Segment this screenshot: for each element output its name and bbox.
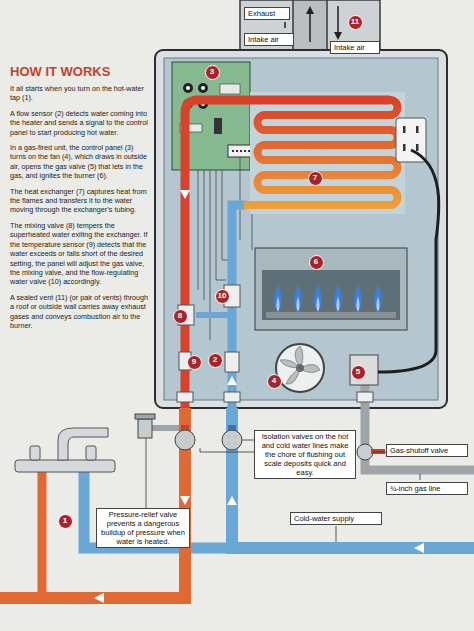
callout-circle: 10 <box>215 289 230 304</box>
label-text: ¾-inch gas line <box>390 484 464 493</box>
heat-exchanger-housing <box>250 92 405 214</box>
flow-arrow <box>180 496 190 505</box>
callout-circle: 11 <box>348 15 363 30</box>
callout-number: 7 <box>313 173 317 182</box>
callout-circle: 9 <box>187 355 202 370</box>
faucet <box>15 428 115 472</box>
label-box: Intake air <box>244 33 294 46</box>
fan <box>276 344 324 392</box>
vent <box>240 0 380 54</box>
label-box: Cold-water supply <box>290 512 382 525</box>
cabinet-interior <box>164 58 438 400</box>
callout-number: 6 <box>314 257 318 266</box>
valve-handle <box>371 449 385 454</box>
callout-number: 9 <box>192 357 196 366</box>
faucet-hot-pipe <box>38 470 47 598</box>
hot-water-pipe <box>0 408 185 598</box>
flow-arrow <box>94 593 104 603</box>
callout-number: 11 <box>351 17 359 26</box>
label-box: Isolation valves on the hot and cold wat… <box>254 430 356 479</box>
callout-circle: 7 <box>308 171 323 186</box>
label-box: Intake air <box>330 41 380 54</box>
heading: HOW IT WORKS <box>10 64 150 79</box>
flow-sensor <box>225 352 239 372</box>
gas-shutoff-valve <box>357 444 373 460</box>
label-box: Pressure-relief valve prevents a dangero… <box>96 508 190 548</box>
callout-number: 2 <box>213 355 217 364</box>
power-cord <box>378 150 439 372</box>
callout-circle: 6 <box>309 255 324 270</box>
gas-pipe <box>365 385 474 470</box>
flow-arrow <box>180 190 190 199</box>
label-text: Intake air <box>334 43 376 52</box>
label-box: Gas-shutoff valve <box>386 444 468 457</box>
label-text: Isolation valves on the hot and cold wat… <box>258 432 352 477</box>
fitting <box>177 392 193 402</box>
cold-water-pipe <box>232 408 474 548</box>
callout-number: 10 <box>218 291 227 300</box>
label-text: Exhaust <box>248 9 286 18</box>
callout-number: 1 <box>63 516 67 525</box>
callout-circle: 8 <box>173 309 188 324</box>
label-text: Cold-water supply <box>294 514 378 523</box>
fitting <box>224 392 240 402</box>
callout-circle: 5 <box>351 365 366 380</box>
pressure-relief-valve <box>135 414 155 438</box>
flow-arrow <box>414 543 424 553</box>
label-box: Exhaust <box>244 7 290 20</box>
label-box: ¾-inch gas line <box>386 482 468 495</box>
description-text: It all starts when you turn on the hot-w… <box>10 84 150 103</box>
label-text: Gas-shutoff valve <box>390 446 464 455</box>
description-text: In a gas-fired unit, the control panel (… <box>10 143 150 181</box>
bypass-pipe <box>196 312 232 318</box>
label-text: Intake air <box>248 35 290 44</box>
callout-number: 3 <box>210 67 214 76</box>
callout-circle: 4 <box>267 374 282 389</box>
callout-circle: 3 <box>205 65 220 80</box>
callout-number: 5 <box>356 367 360 376</box>
cold-branch-pipe <box>84 470 232 548</box>
flow-arrow <box>227 376 237 385</box>
description-text: The heat exchanger (7) captures heat fro… <box>10 187 150 215</box>
description-text: A flow sensor (2) detects water coming i… <box>10 109 150 137</box>
heat-exchanger-coil <box>244 100 398 205</box>
callout-circle: 1 <box>58 514 73 529</box>
gas-valve <box>350 355 378 385</box>
text-column: HOW IT WORKS It all starts when you turn … <box>10 64 150 336</box>
description-text: A sealed vent (11) (or pair of vents) th… <box>10 293 150 331</box>
callout-number: 8 <box>178 311 182 320</box>
label-text: Pressure-relief valve prevents a dangero… <box>100 510 186 546</box>
isolation-valve <box>175 425 242 450</box>
flow-arrow <box>227 496 237 505</box>
description-text: The mixing valve (8) tempers the superhe… <box>10 221 150 287</box>
callout-circle: 2 <box>208 353 223 368</box>
fitting <box>357 392 373 402</box>
burner <box>255 248 407 330</box>
callout-number: 4 <box>272 376 276 385</box>
